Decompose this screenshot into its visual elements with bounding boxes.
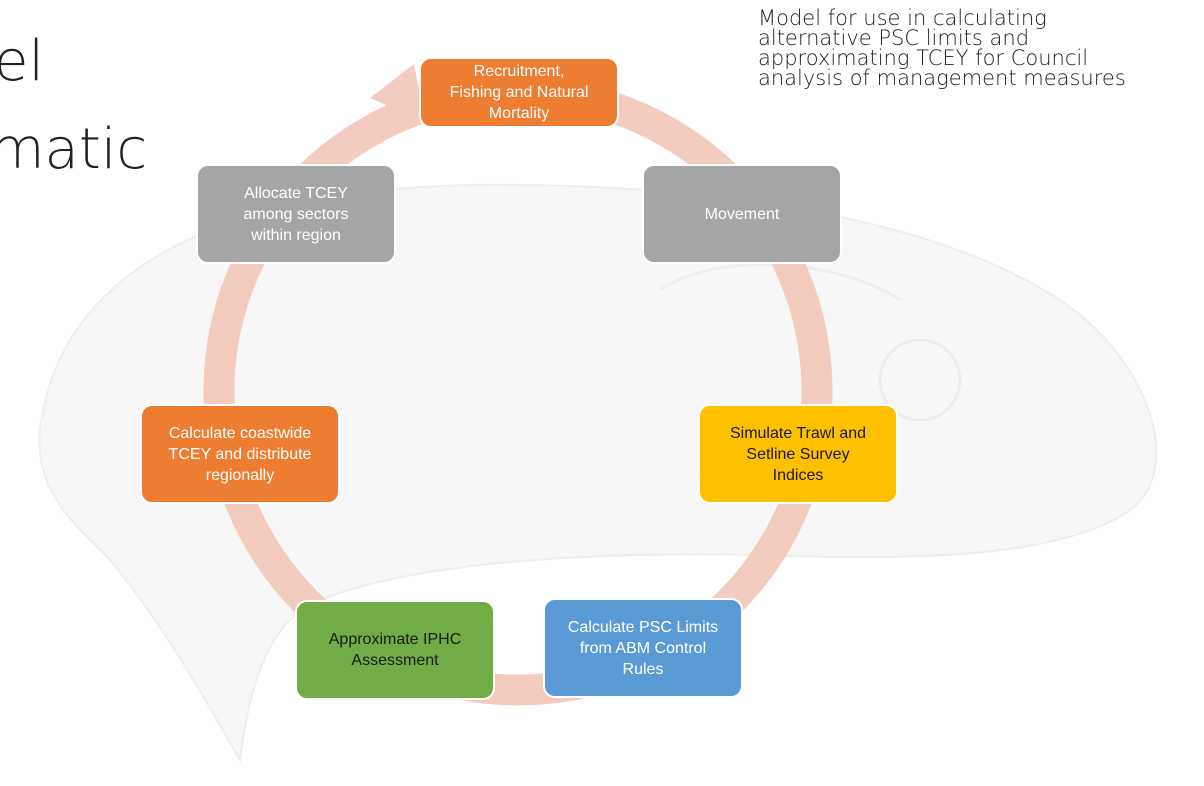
model-note-line-2: alternative PSC limits and [758,26,1030,50]
slide-title-line-2: matic [0,117,148,182]
slide-title-line-1: el [0,29,45,94]
model-note-line-1: Model for use in calculating [758,6,1047,30]
model-note: Model for use in calculating alternative… [758,6,1198,90]
model-note-line-3: approximating TCEY for Council [758,46,1089,70]
model-note-line-4: analysis of management measures [758,66,1126,90]
node-movement: Movement [642,164,842,264]
